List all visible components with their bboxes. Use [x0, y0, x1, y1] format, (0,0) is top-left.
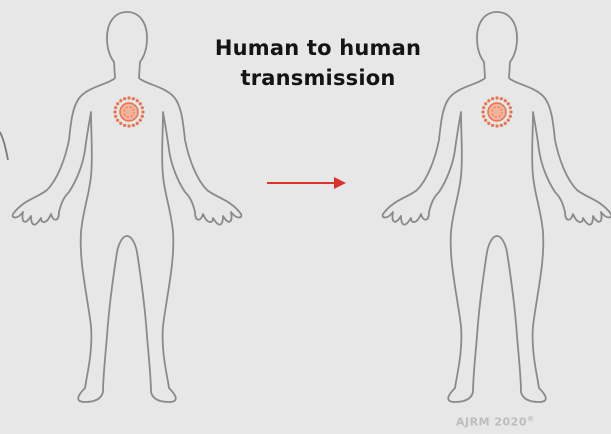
caption-line-1: Human to human — [168, 33, 468, 63]
coronavirus-icon — [113, 96, 144, 127]
diagram-caption: Human to human transmission — [168, 33, 468, 93]
coronavirus-icon — [481, 96, 512, 127]
caption-line-2: transmission — [168, 63, 468, 93]
right-arrow-icon — [267, 177, 346, 189]
partial-figure-edge — [0, 132, 8, 160]
registered-mark: ® — [527, 415, 535, 423]
watermark-text: AJRM 2020 — [456, 416, 527, 429]
copyright-watermark: AJRM 2020® — [456, 415, 534, 429]
